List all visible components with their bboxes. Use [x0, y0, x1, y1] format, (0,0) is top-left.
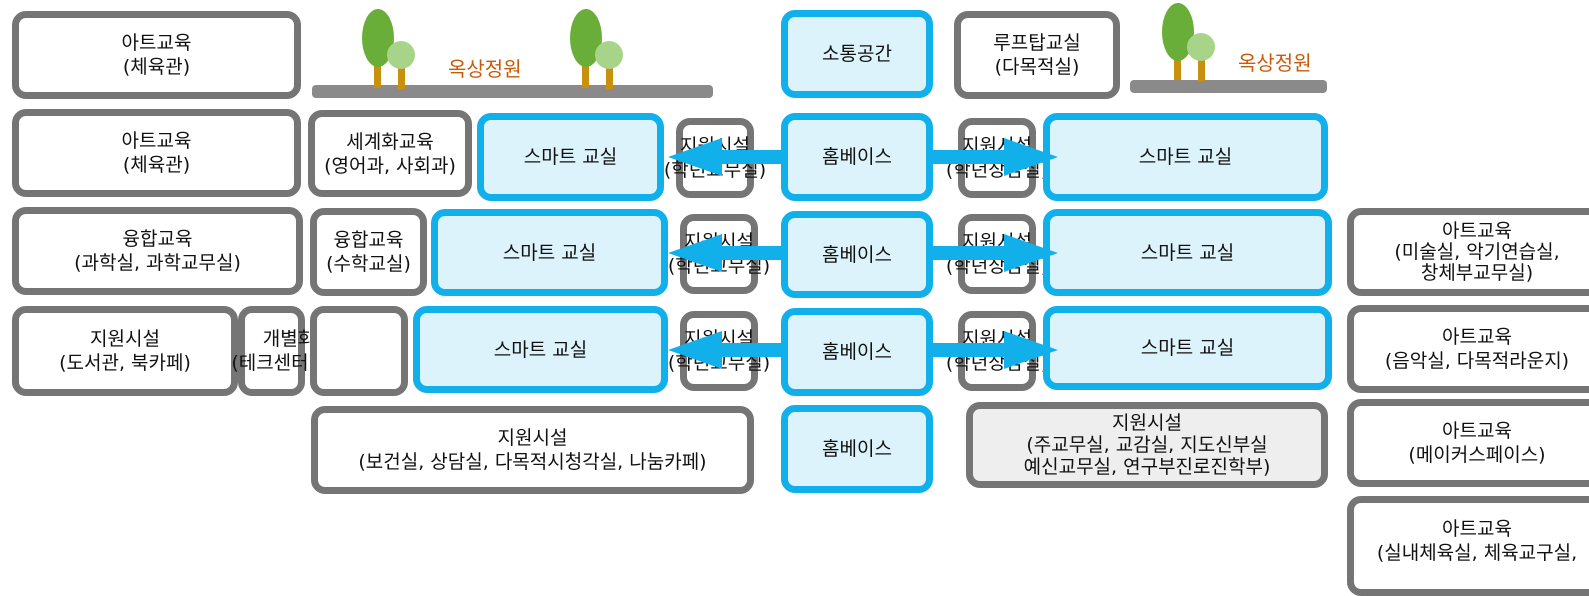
rooftop-classroom-box: 루프탑교실 (다목적실) [954, 11, 1120, 99]
arrow-left-icon [668, 138, 784, 176]
box-title: 홈베이스 [822, 243, 892, 266]
arrow-left-icon [668, 234, 784, 272]
box-title: 스마트 교실 [1140, 337, 1235, 359]
box-subtitle: (주교무실, 교감실, 지도신부실 [1026, 434, 1268, 456]
box-title: 융합교육 [122, 228, 193, 250]
art-gym-box: 아트교육 (체육관) [12, 109, 301, 197]
individual-edu-frame [310, 306, 408, 396]
fusion-science-box: 융합교육 (과학실, 과학교무실) [12, 207, 303, 295]
homebase-box: 홈베이스 [781, 211, 933, 298]
homebase-box: 홈베이스 [781, 405, 933, 493]
rooftop-garden-label: 옥상정원 [448, 57, 522, 81]
communication-space-box: 소통공간 [781, 10, 933, 98]
smart-classroom-box: 스마트 교실 [477, 113, 664, 201]
tree-icon [1162, 3, 1215, 81]
smart-classroom-box: 스마트 교실 [431, 209, 668, 296]
fusion-math-box: 융합교육 (수학교실) [310, 208, 427, 296]
box-subtitle: (영어과, 사회과) [324, 154, 456, 177]
art-maker-box: 아트교육 (메이커스페이스) [1347, 399, 1589, 487]
art-studio-box: 아트교육 (미술실, 악기연습실, 창체부교무실) [1347, 208, 1589, 296]
box-title: 홈베이스 [822, 438, 892, 460]
rooftop-ground-right [1130, 80, 1327, 93]
rooftop-garden-label: 옥상정원 [1238, 51, 1312, 75]
support-library-box: 지원시설 (도서관, 북카페) [12, 306, 238, 396]
box-title: 아트교육 [1442, 420, 1512, 442]
global-edu-box: 세계화교육 (영어과, 사회과) [308, 110, 472, 197]
box-subtitle: 창체부교무실) [1420, 261, 1534, 284]
box-title: 홈베이스 [822, 146, 892, 168]
box-title: 아트교육 [1442, 219, 1512, 242]
box-title: 지원시설 [90, 328, 160, 350]
box-subtitle: (과학실, 과학교무실) [74, 252, 241, 274]
arrow-right-icon [933, 331, 1058, 369]
box-title: 융합교육 [333, 229, 404, 251]
box-subtitle: (미술실, 악기연습실, [1394, 240, 1560, 263]
box-subtitle: (보건실, 상담실, 다목적시청각실, 나눔카페) [358, 451, 707, 473]
box-title: 스마트 교실 [493, 338, 588, 361]
box-title: 소통공간 [822, 43, 892, 65]
box-title: 아트교육 [121, 130, 192, 152]
box-subtitle: (도서관, 북카페) [59, 352, 191, 374]
box-subtitle: 예신교무실, 연구부진로진학부) [1023, 456, 1271, 478]
box-subtitle: (메이커스페이스) [1408, 444, 1546, 466]
box-subtitle: (수학교실) [326, 253, 411, 275]
box-title: 스마트 교실 [1140, 241, 1235, 264]
box-title: 홈베이스 [822, 341, 892, 363]
arrow-right-icon [933, 234, 1058, 272]
box-title: 지원시설 [497, 427, 568, 449]
arrow-left-icon [668, 331, 784, 369]
box-title: 아트교육 [1442, 518, 1512, 540]
tree-icon [570, 9, 623, 89]
box-title: 스마트 교실 [1138, 146, 1233, 168]
box-subtitle: (체육관) [122, 154, 191, 176]
homebase-box: 홈베이스 [781, 308, 933, 396]
arrow-right-icon [933, 138, 1058, 176]
support-admin-box: 지원시설 (주교무실, 교감실, 지도신부실 예신교무실, 연구부진로진학부) [966, 402, 1328, 488]
box-title: 스마트 교실 [502, 241, 597, 264]
smart-classroom-box: 스마트 교실 [1043, 113, 1328, 201]
art-music-box: 아트교육 (음악실, 다목적라운지) [1347, 305, 1589, 393]
box-subtitle: (체육관) [122, 56, 191, 78]
tree-icon [362, 9, 415, 89]
art-gym-box: 아트교육 (체육관) [12, 11, 301, 99]
box-title: 아트교육 [1442, 326, 1512, 348]
box-subtitle: (다목적실) [994, 56, 1080, 78]
box-title: 세계화교육 [346, 130, 434, 153]
homebase-box: 홈베이스 [781, 113, 933, 201]
support-health-box: 지원시설 (보건실, 상담실, 다목적시청각실, 나눔카페) [311, 406, 754, 494]
smart-classroom-box: 스마트 교실 [413, 306, 668, 393]
box-subtitle: (음악실, 다목적라운지) [1384, 350, 1570, 372]
box-title: 루프탑교실 [993, 32, 1081, 54]
box-subtitle: (실내체육실, 체육교구실, [1376, 542, 1578, 564]
box-title: 아트교육 [121, 32, 192, 54]
box-title: 스마트 교실 [523, 146, 618, 168]
smart-classroom-box: 스마트 교실 [1043, 209, 1332, 296]
box-title: 지원시설 [1112, 412, 1182, 434]
